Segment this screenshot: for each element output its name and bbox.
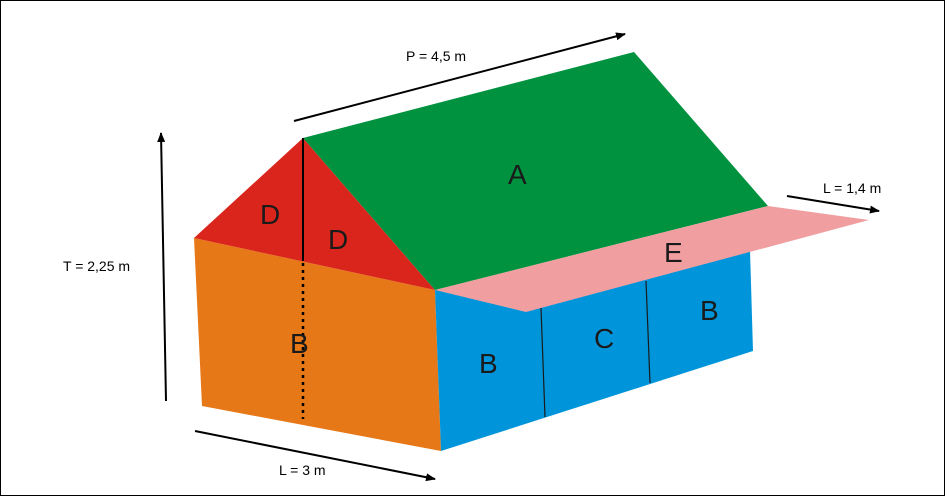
side-wall-divider-2 [645, 280, 651, 384]
length-label: P = 4,5 m [406, 48, 466, 64]
gable-d [194, 138, 435, 290]
canopy-width-arrow [786, 195, 880, 214]
canopy-label-e: E [664, 237, 683, 268]
width-label: L = 3 m [279, 462, 326, 478]
length-arrow [293, 32, 626, 122]
canopy-e [435, 206, 869, 312]
gable-label-d-right: D [328, 224, 348, 255]
canopy-width-label: L = 1,4 m [823, 180, 881, 196]
side-wall-label-b-left: B [479, 348, 498, 379]
gable-label-d-left: D [260, 199, 280, 230]
roof-a [303, 52, 768, 290]
height-label: T = 2,25 m [63, 258, 130, 274]
side-wall-divider-1 [540, 307, 546, 418]
roof-label-a: A [508, 159, 527, 190]
end-wall-label-b: B [290, 328, 309, 359]
end-wall-b [194, 238, 441, 451]
width-arrow [194, 430, 436, 482]
height-arrow [157, 132, 167, 402]
side-wall-label-c: C [594, 323, 614, 354]
side-wall-label-b-right: B [700, 295, 719, 326]
